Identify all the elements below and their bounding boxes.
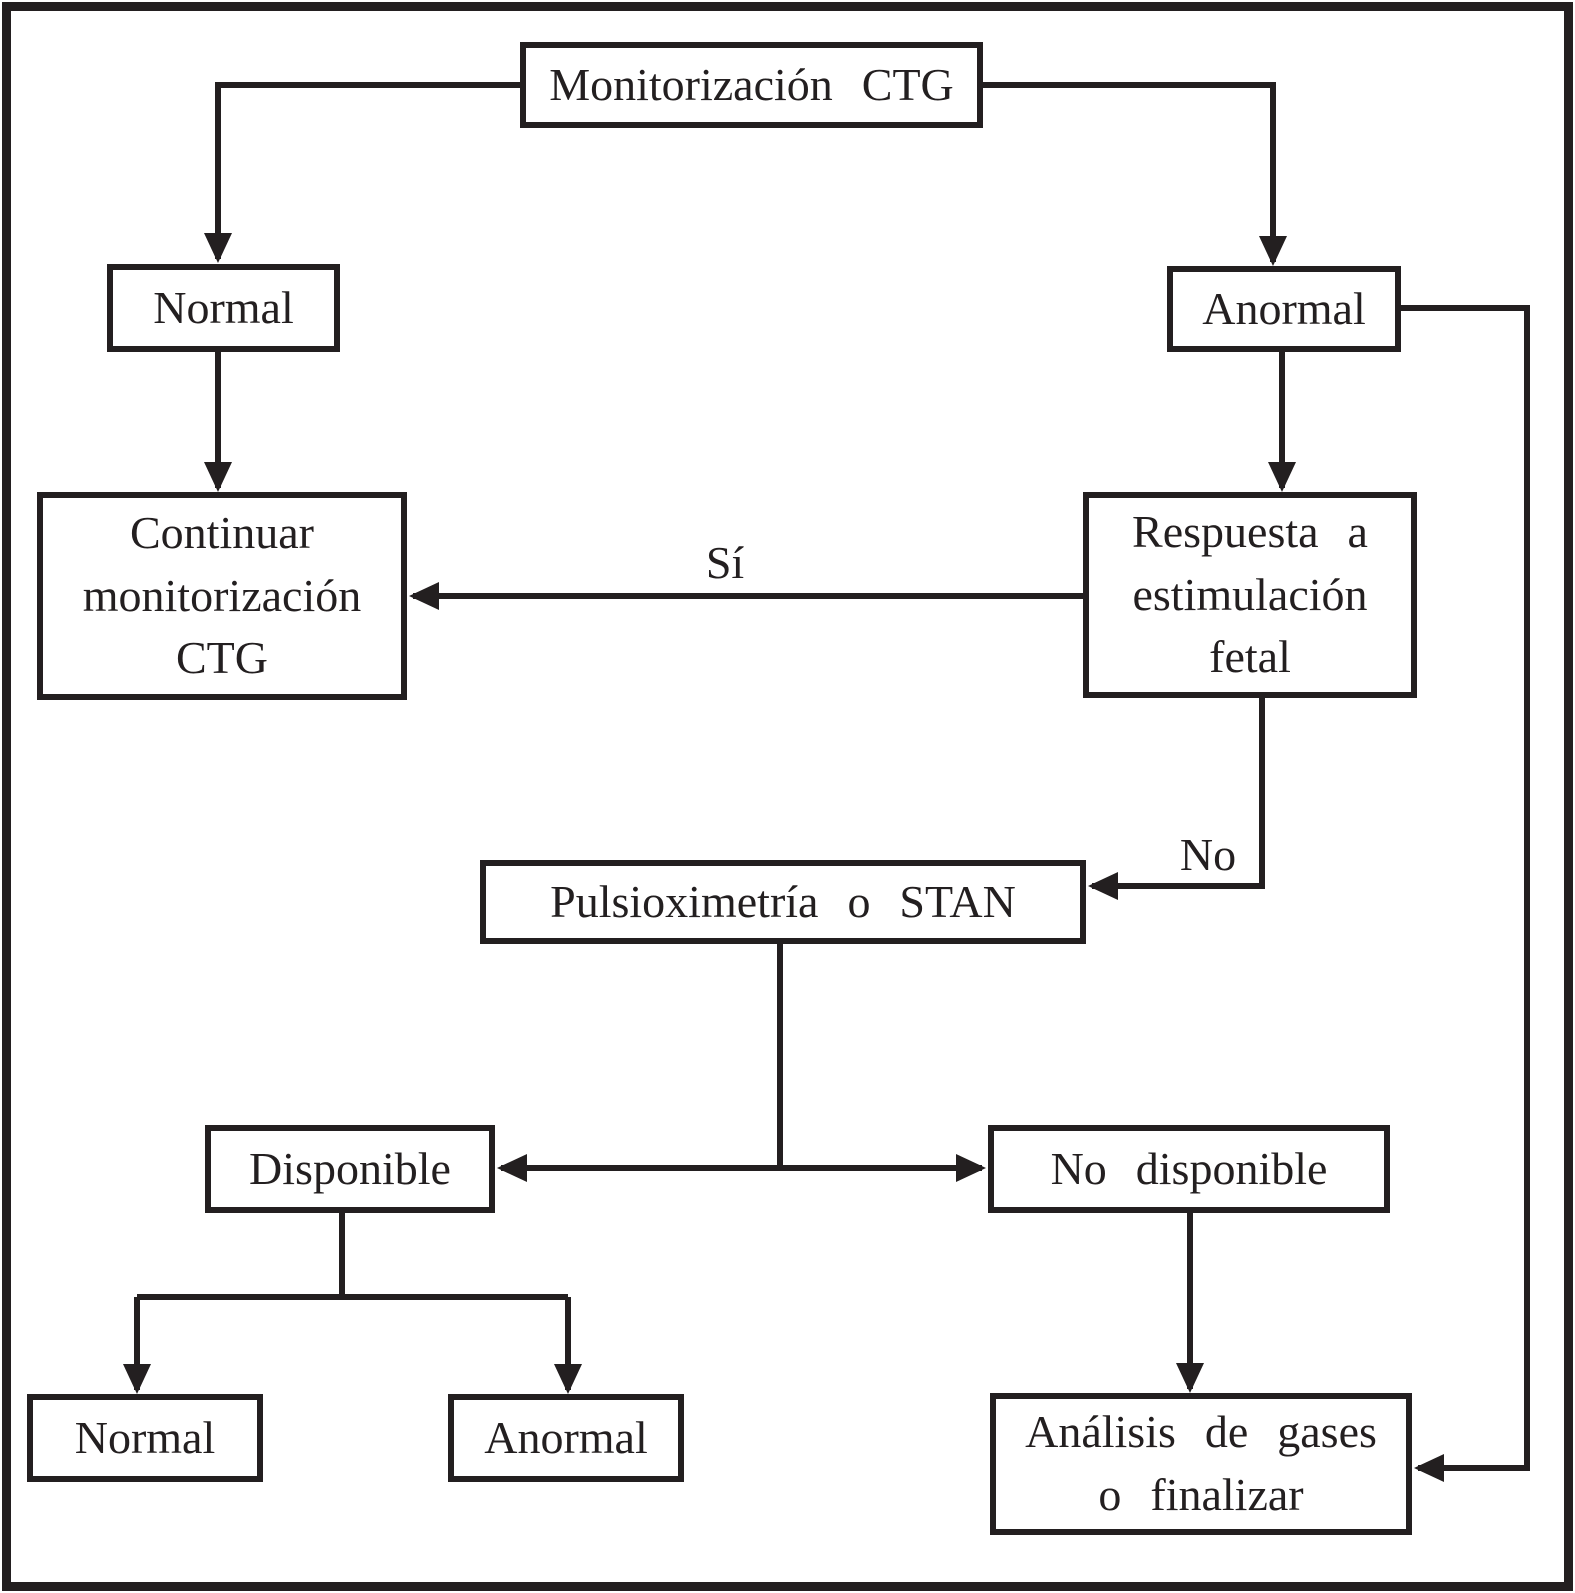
node-no-disponible: No disponible	[988, 1125, 1390, 1213]
node-anormal-top: Anormal	[1167, 266, 1401, 352]
node-label: Disponible	[249, 1142, 451, 1194]
node-label-line: Continuar	[130, 507, 314, 559]
node-label: No disponible	[1050, 1142, 1328, 1194]
node-respuesta-estimulacion: Respuesta a estimulación fetal	[1083, 492, 1417, 698]
edge-label-no: No	[1179, 829, 1237, 880]
node-label-line: fetal	[1209, 631, 1291, 683]
edge-label-si: Sí	[705, 537, 745, 588]
node-label: Pulsioximetría o STAN	[550, 875, 1016, 927]
node-pulsioximetria-stan: Pulsioximetría o STAN	[480, 860, 1086, 944]
edge-ctg-to-normal	[204, 82, 520, 263]
node-label-line: estimulación	[1132, 568, 1368, 620]
edge-ctg-to-anormal	[983, 82, 1287, 266]
node-anormal-bottom: Anormal	[448, 1394, 684, 1482]
node-label-line: Respuesta a	[1132, 506, 1368, 558]
node-label-line: CTG	[176, 632, 268, 684]
node-label-line: o finalizar	[1098, 1469, 1304, 1520]
node-analisis-gases: Análisis de gases o finalizar	[990, 1393, 1412, 1535]
node-normal-bottom: Normal	[27, 1394, 263, 1482]
edge-anormal-feedback-to-analisis	[1401, 305, 1530, 1482]
node-disponible: Disponible	[205, 1125, 495, 1213]
node-label-line: Análisis de gases	[1025, 1406, 1377, 1458]
node-label: Normal	[153, 281, 294, 333]
node-normal-top: Normal	[107, 264, 340, 352]
node-label: Normal	[74, 1411, 216, 1463]
node-continuar-monitorizacion: Continuar monitorización CTG	[37, 492, 407, 700]
node-monitorizacion-ctg: Monitorización CTG	[520, 42, 983, 128]
node-label: Anormal	[1202, 282, 1366, 334]
node-label: Monitorización CTG	[549, 58, 954, 110]
edge-respuesta-no-to-pulsioximetria	[1088, 698, 1265, 900]
node-label: Anormal	[484, 1411, 648, 1463]
node-label-line: monitorización	[82, 569, 362, 621]
